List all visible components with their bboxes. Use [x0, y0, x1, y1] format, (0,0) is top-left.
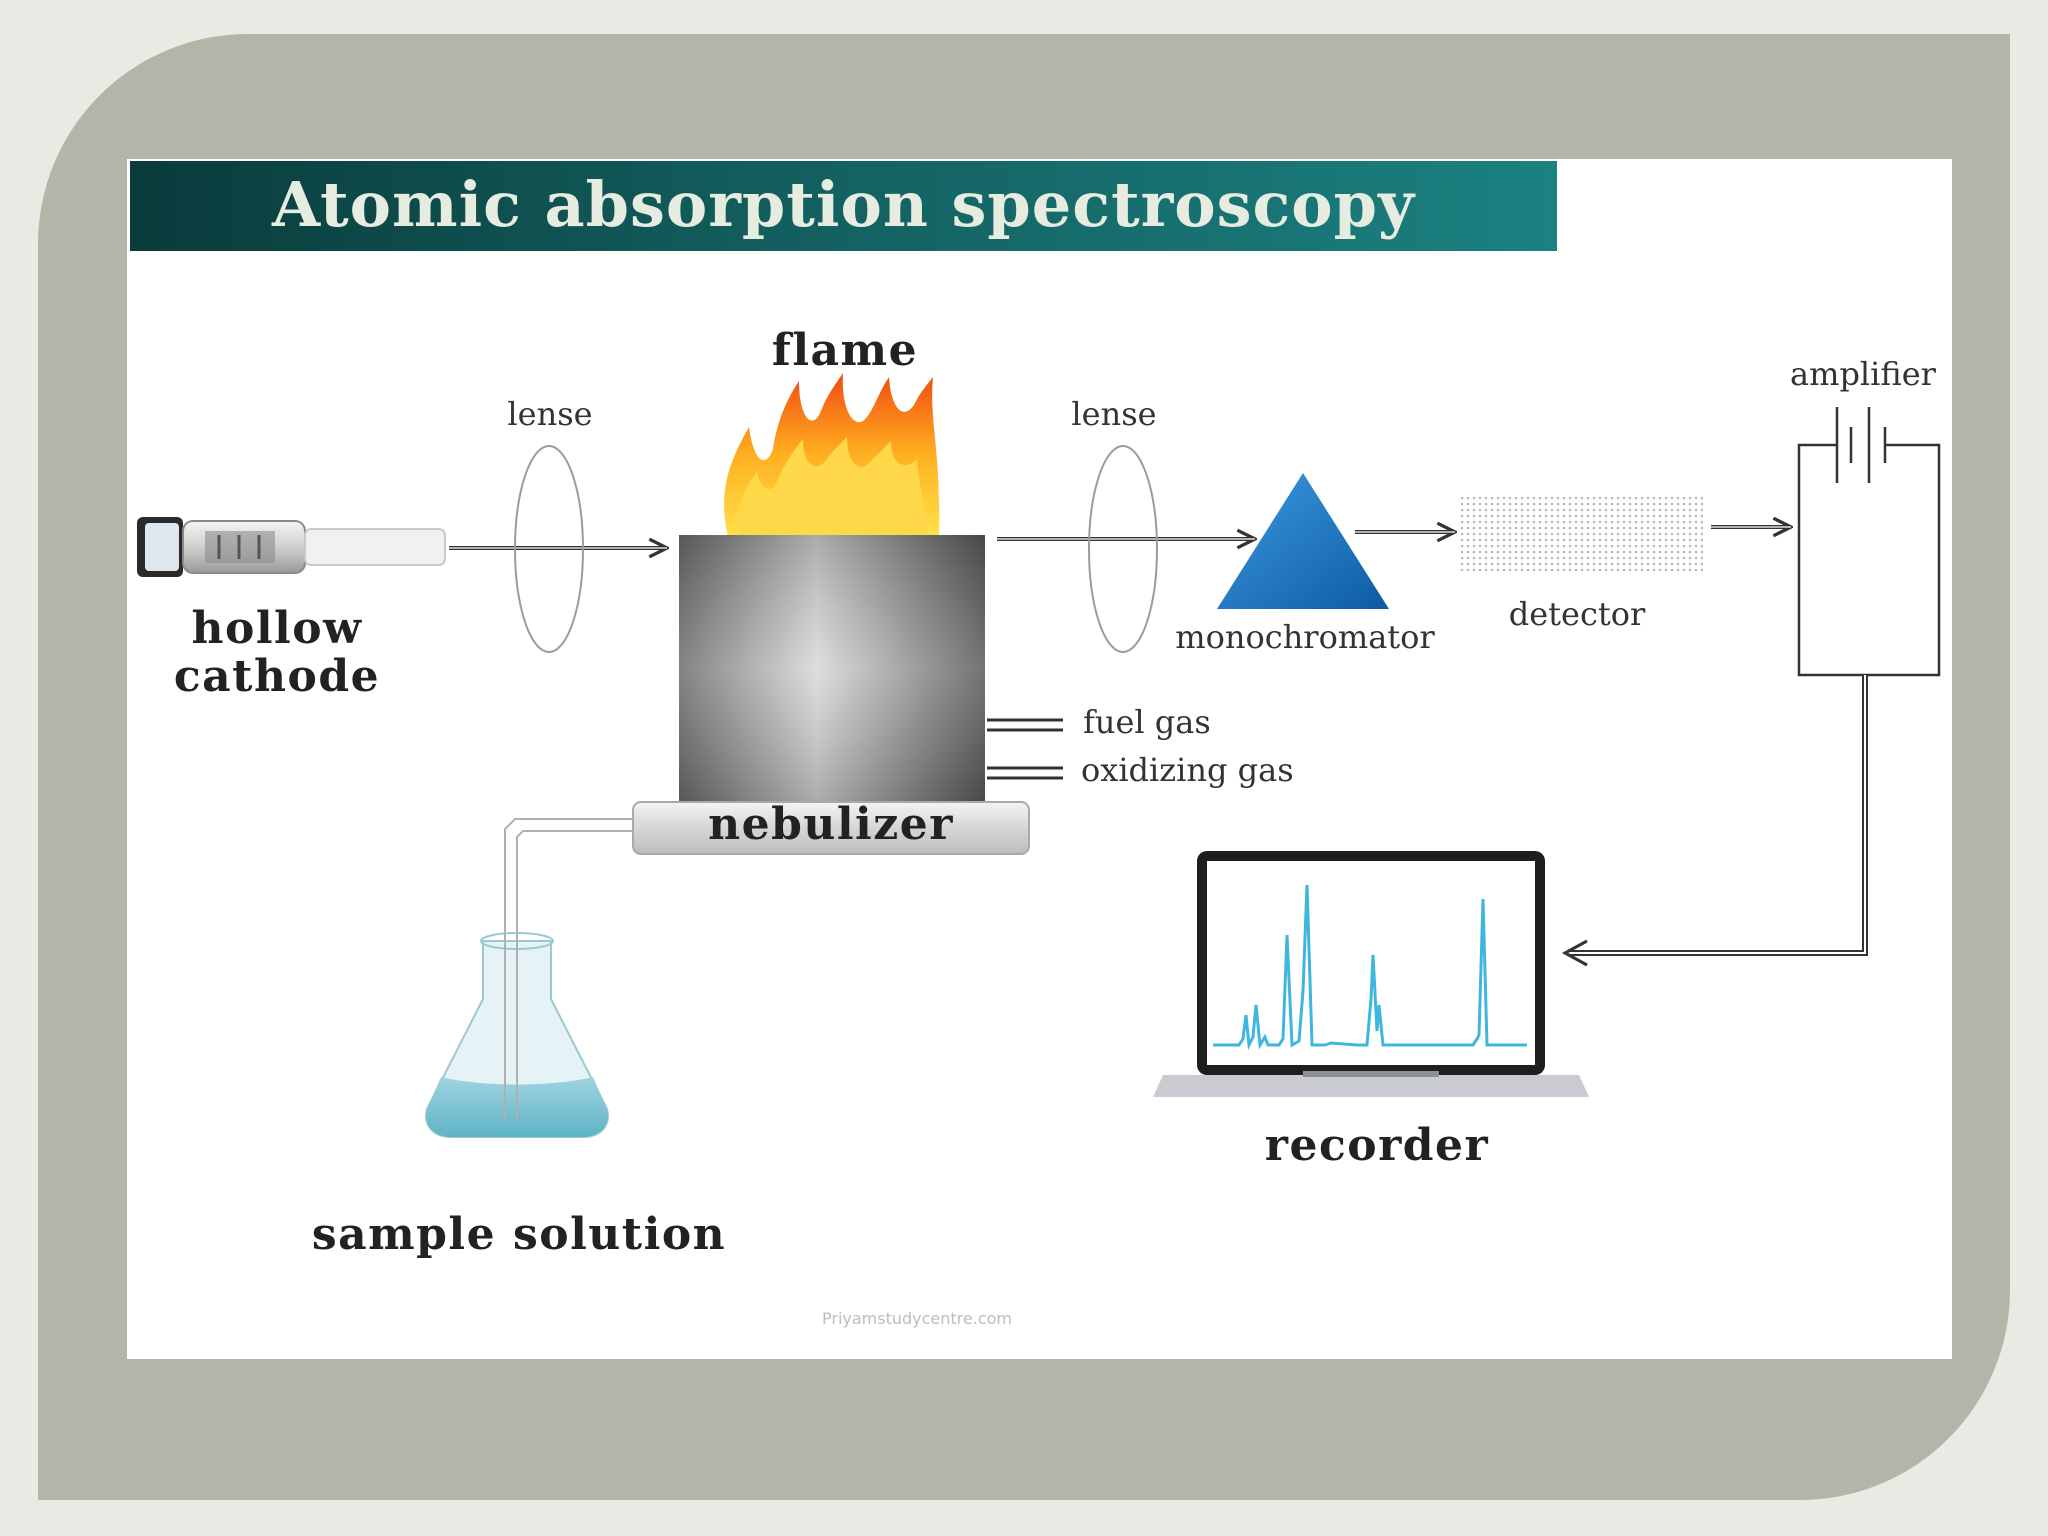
oxidizing-gas-label: oxidizing gas: [1081, 751, 1294, 789]
lens-right-label: lense: [1071, 395, 1157, 433]
hollow-cathode-label-line1: hollow: [191, 603, 363, 654]
gas-lines: [987, 718, 1063, 780]
lens-icon: [1088, 445, 1158, 653]
sample-solution-label: sample solution: [311, 1209, 727, 1260]
aas-diagram: [137, 373, 1941, 1138]
hollow-cathode-lamp-icon: [137, 517, 446, 577]
amplifier-label: amplifier: [1790, 355, 1936, 393]
page-title: Atomic absorption spectroscopy: [271, 168, 1415, 241]
laptop-icon: [1153, 851, 1589, 1097]
signal-line: [1567, 675, 1868, 956]
lens-left-label: lense: [507, 395, 593, 433]
hollow-cathode-label-line2: cathode: [173, 651, 381, 702]
fuel-gas-label: fuel gas: [1083, 703, 1211, 741]
flame-icon: [724, 373, 940, 537]
detector-label: detector: [1508, 595, 1646, 633]
flame-label: flame: [771, 325, 919, 376]
diagram-panel: Atomic absorption spectroscopy: [127, 159, 1952, 1359]
amplifier-circuit-icon: [1797, 407, 1941, 677]
recorder-label: recorder: [1264, 1120, 1490, 1171]
lens-icon: [514, 445, 584, 653]
nebulizer-icon: [632, 801, 1030, 855]
burner-icon: [679, 535, 985, 803]
title-bar: Atomic absorption spectroscopy: [130, 161, 1557, 251]
monochromator-label: monochromator: [1175, 618, 1435, 656]
watermark: Priyamstudycentre.com: [821, 1309, 1013, 1328]
nebulizer-label: nebulizer: [708, 799, 954, 850]
prism-icon: [1217, 473, 1389, 609]
detector-icon: [1461, 495, 1703, 571]
flask-icon: [425, 932, 609, 1138]
spectrum-line: [1213, 884, 1527, 1051]
